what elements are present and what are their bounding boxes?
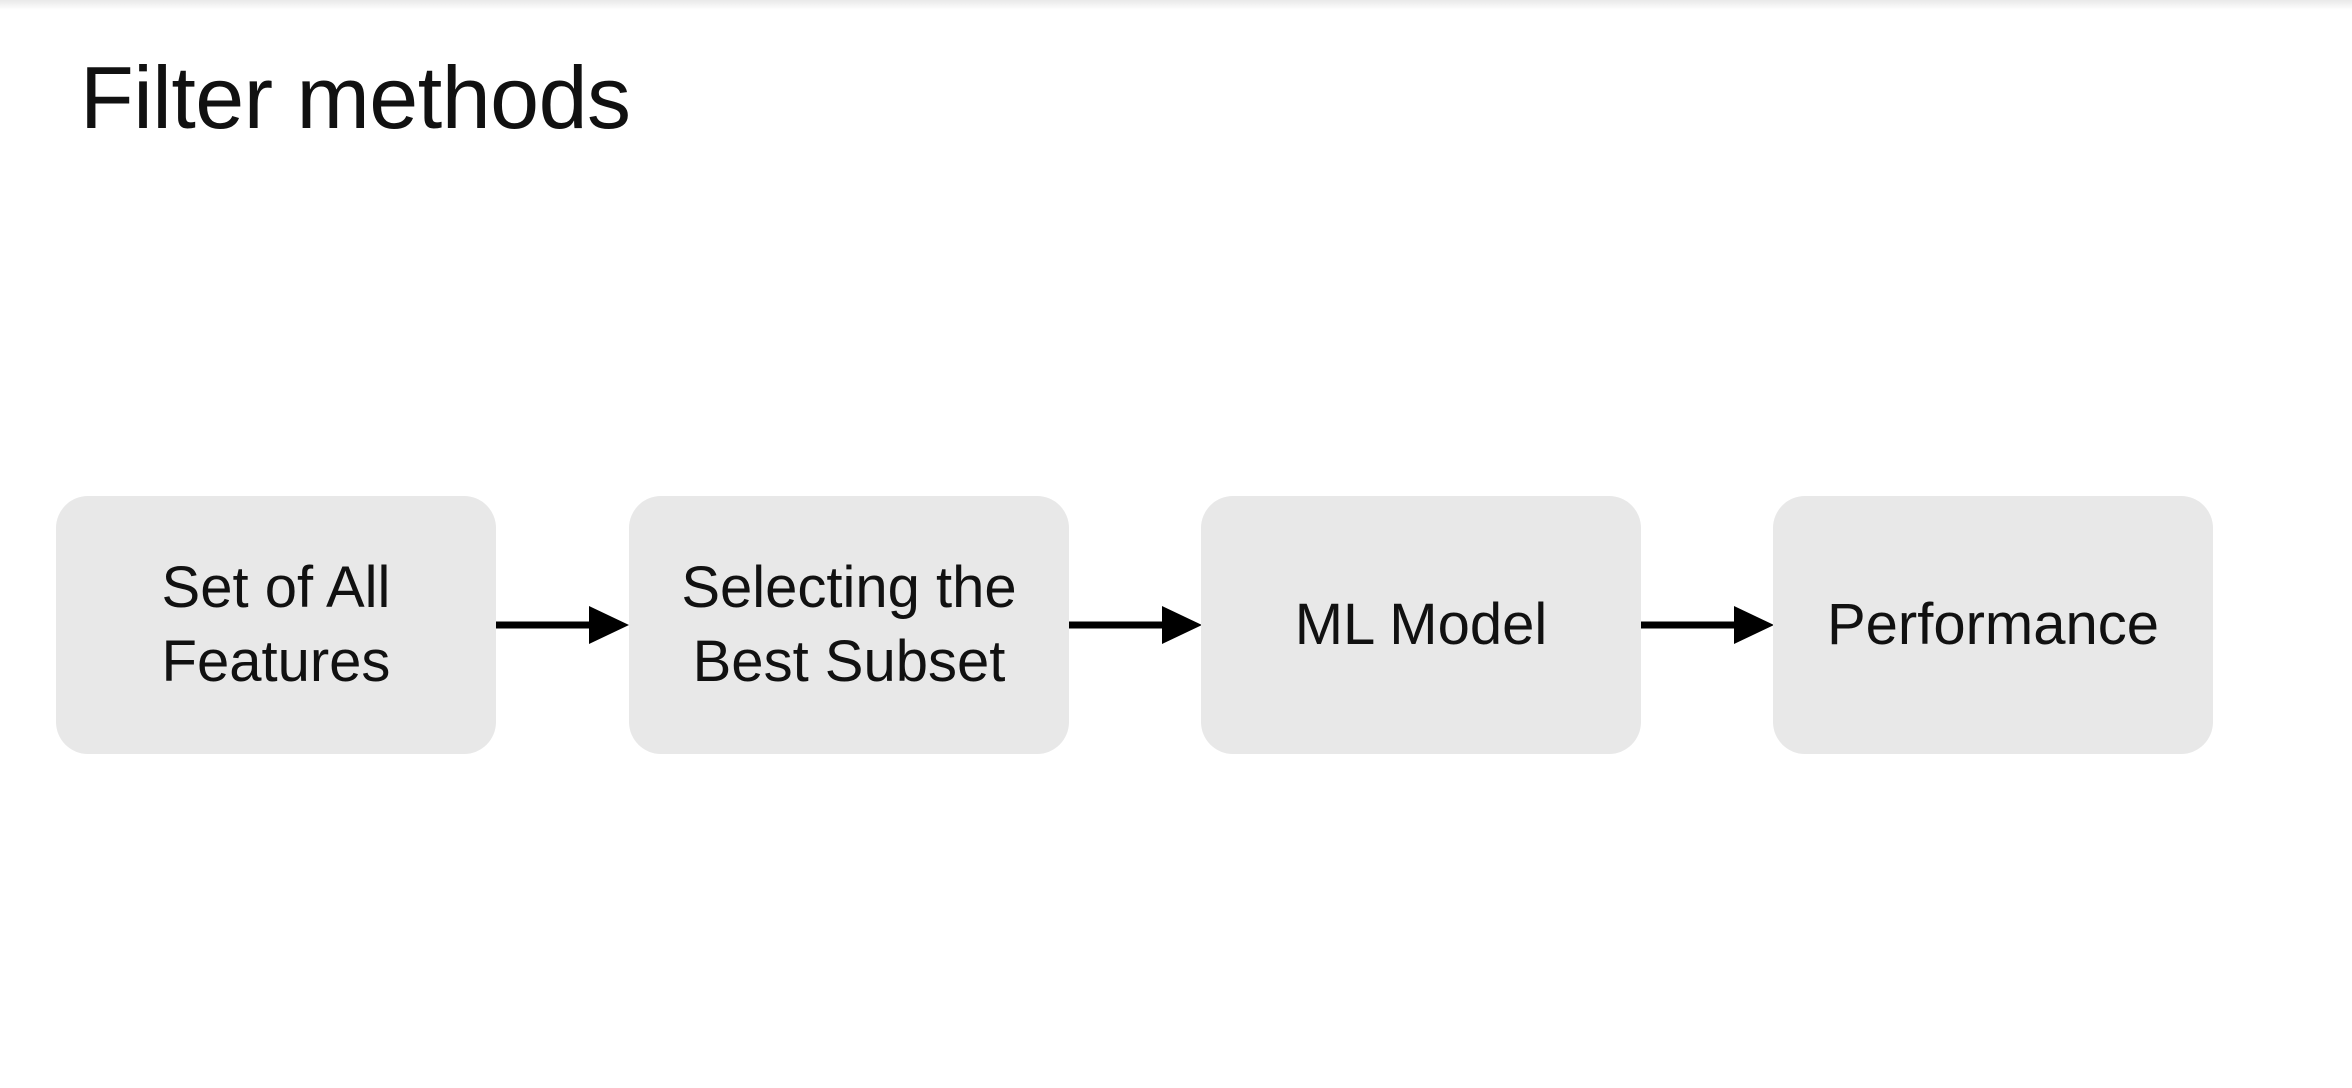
- step-label-best-subset: Selecting the Best Subset: [681, 555, 1017, 694]
- step-label-all-features: Set of All Features: [161, 555, 391, 694]
- step-label-performance: Performance: [1826, 592, 2160, 657]
- arrow-right-icon: [1641, 606, 1774, 644]
- step-label-ml-model: ML Model: [1294, 592, 1548, 657]
- top-border: [0, 0, 2352, 10]
- step-box-best-subset: Selecting the Best Subset: [629, 496, 1069, 754]
- step-box-all-features: Set of All Features: [56, 496, 496, 754]
- arrow-right-icon: [496, 606, 629, 644]
- arrow-right-icon: [1069, 606, 1202, 644]
- step-box-performance: Performance: [1773, 496, 2213, 754]
- slide-title: Filter methods: [80, 48, 631, 147]
- step-box-ml-model: ML Model: [1201, 496, 1641, 754]
